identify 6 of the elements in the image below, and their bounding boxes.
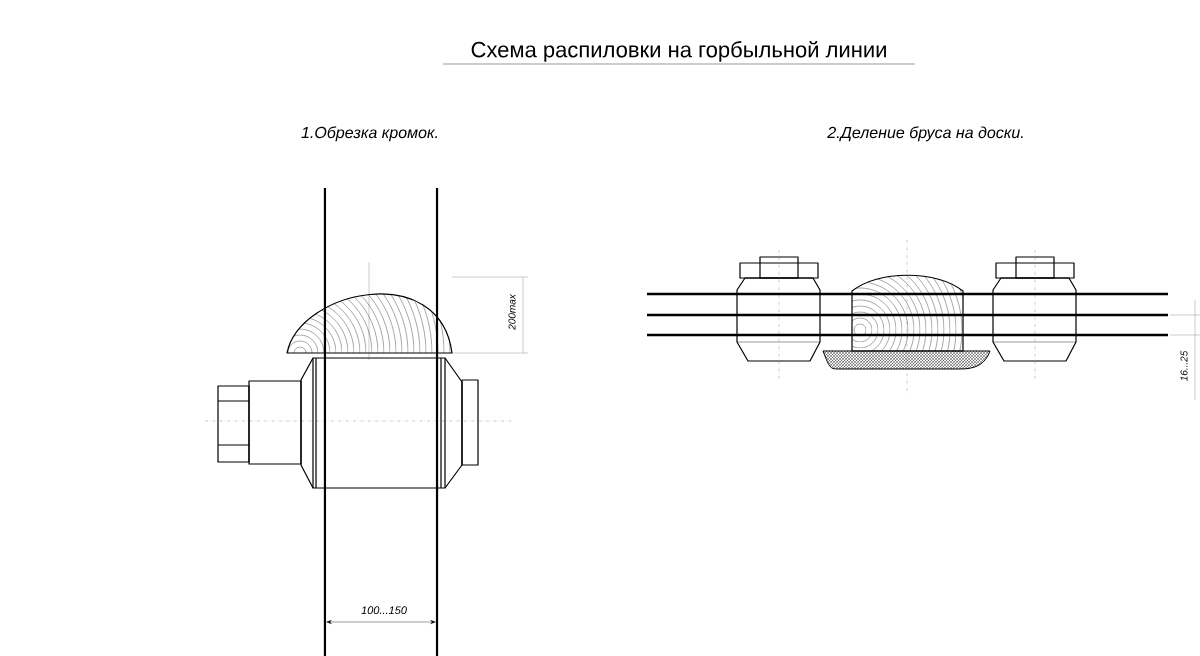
dimension-label: 200max	[508, 293, 516, 330]
section-heading: 1.Обрезка кромок.	[301, 126, 437, 142]
title: Схема распиловки на горбыльной линии	[471, 40, 886, 62]
dimension-label: 100...150	[361, 606, 407, 615]
dimension-label: 16...25	[1180, 350, 1188, 381]
section-heading: 2.Деление бруса на доски.	[827, 126, 1023, 142]
